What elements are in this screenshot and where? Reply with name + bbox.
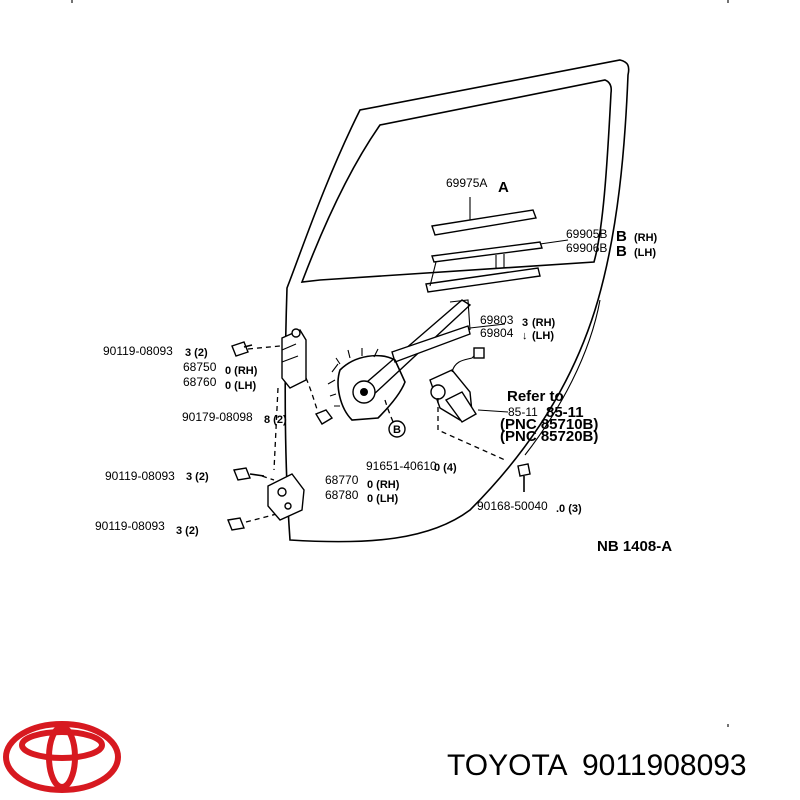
label-channel-rh-side: (RH): [634, 232, 658, 244]
label-screw-b: 91651-40610: [366, 459, 437, 473]
label-regulator-rh-side: (RH): [532, 317, 556, 329]
label-channel-lh: 69906B: [566, 241, 607, 255]
label-hinge-lower-lh: 68780: [325, 488, 359, 502]
label-regulator-lh-side: (LH): [532, 330, 554, 342]
label-screw-b-qty: 0 (4): [434, 462, 457, 474]
window-motor: [429, 347, 509, 423]
glass-run-strip: [431, 197, 537, 236]
label-regulator-rh-mark: 3: [522, 317, 528, 329]
label-bolt-c: 90119-08093: [95, 519, 165, 533]
brand-part-number: 9011908093: [582, 749, 747, 782]
toyota-logo-icon: [3, 721, 121, 793]
label-refer-to: Refer to: [507, 388, 564, 405]
label-hinge-lower-lh-suffix: 0 (LH): [367, 493, 399, 505]
label-pnc-1: (PNC 85710B): [500, 416, 598, 433]
label-channel-rh: 69905B: [566, 227, 607, 241]
label-bolt-b: 90119-08093: [105, 469, 175, 483]
label-ref-number: 85-11: [508, 405, 538, 419]
label-regulator-lh: 69804: [480, 326, 514, 340]
door-outline: [284, 59, 630, 543]
window-channel: [425, 239, 569, 293]
callout-b-text: B: [393, 424, 401, 436]
label-hinge-upper-lh: 68760: [183, 375, 217, 389]
label-clip: 90168-50040: [477, 499, 548, 513]
label-hinge-lower-rh-suffix: 0 (RH): [367, 479, 400, 491]
label-regulator-lh-mark: ↓: [522, 330, 528, 342]
label-ref-number-bold: 85-11: [546, 404, 584, 421]
upper-hinge: [247, 328, 319, 471]
label-bolt-a: 90119-08093: [103, 344, 173, 358]
label-hinge-upper-rh: 68750: [183, 360, 217, 374]
label-regulator-rh: 69803: [480, 313, 514, 327]
part-labels: 69975A A 69905B B (RH) 69906B B (LH) 698…: [95, 176, 672, 555]
lower-hinge: [261, 473, 305, 521]
label-nut: 90179-08098: [182, 410, 253, 424]
label-hinge-upper-rh-suffix: 0 (RH): [225, 365, 258, 377]
label-clip-qty: .0 (3): [556, 503, 582, 515]
label-glass-run: 69975A: [446, 176, 487, 190]
label-bolt-a-qty: 3 (2): [185, 347, 208, 359]
label-hinge-lower-rh: 68770: [325, 473, 359, 487]
label-hinge-upper-lh-suffix: 0 (LH): [225, 380, 257, 392]
label-bolt-b-qty: 3 (2): [186, 471, 209, 483]
label-channel-lh-ref: B: [616, 243, 627, 260]
label-diagram-code: NB 1408-A: [597, 538, 672, 555]
callout-b: B: [388, 420, 406, 438]
brand-name: TOYOTA: [447, 749, 568, 782]
window-regulator: [327, 299, 506, 421]
label-nut-qty: 8 (2): [264, 414, 287, 426]
label-channel-lh-side: (LH): [634, 247, 656, 259]
label-channel-rh-ref: B: [616, 228, 627, 245]
label-pnc-2: (PNC 85720B): [500, 428, 598, 445]
label-glass-run-ref: A: [498, 179, 509, 196]
label-bolt-c-qty: 3 (2): [176, 525, 199, 537]
